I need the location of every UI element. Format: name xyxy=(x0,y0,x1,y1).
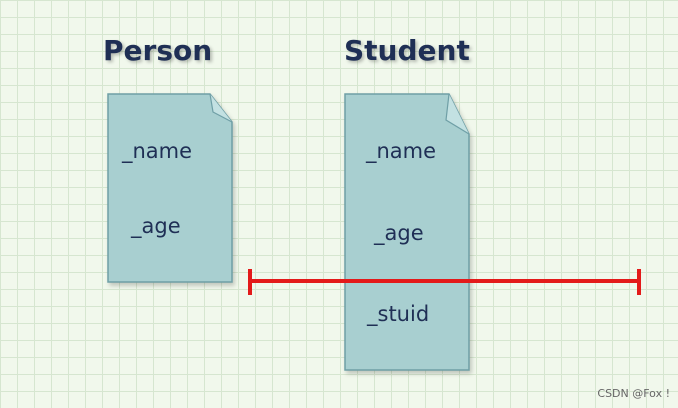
student-field-age: _age xyxy=(374,221,424,245)
student-card: _name _age _stuid xyxy=(344,93,470,371)
student-field-stuid: _stuid xyxy=(367,302,430,326)
person-title: Person xyxy=(103,34,213,67)
person-card-shape xyxy=(107,93,233,283)
student-card-shape xyxy=(344,93,470,371)
person-field-age: _age xyxy=(131,214,181,238)
watermark: CSDN @Fox ! xyxy=(597,387,670,400)
person-field-name: _name xyxy=(122,139,193,163)
student-field-name: _name xyxy=(366,139,437,163)
slice-bracket xyxy=(248,269,641,295)
person-card: _name _age xyxy=(107,93,233,283)
student-title: Student xyxy=(344,34,470,67)
